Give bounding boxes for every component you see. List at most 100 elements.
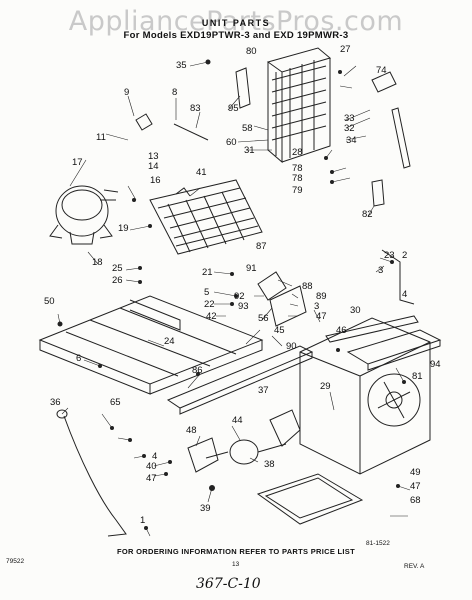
- callout-3b: 3: [314, 301, 320, 312]
- evaporator-coil-drawing: [149, 179, 263, 255]
- callout-1: 1: [140, 515, 146, 526]
- callout-78b: 78: [292, 173, 303, 184]
- callout-83: 83: [190, 103, 201, 114]
- callout-47c: 47: [410, 481, 421, 492]
- callout-4: 4: [402, 289, 408, 300]
- compressor-drawing: [49, 185, 119, 245]
- callout-26: 26: [112, 275, 123, 286]
- callout-89: 89: [316, 291, 327, 302]
- capillary-drawing: [391, 107, 411, 169]
- callout-65: 65: [110, 397, 121, 408]
- callout-45: 45: [274, 325, 285, 336]
- callout-29: 29: [320, 381, 331, 392]
- callout-94: 94: [430, 359, 441, 370]
- drain-trough-drawing: [346, 329, 442, 371]
- callout-24: 24: [164, 336, 175, 347]
- callout-93: 93: [238, 301, 249, 312]
- left-code: 79522: [6, 558, 25, 565]
- callout-82: 82: [362, 209, 373, 220]
- callout-39: 39: [200, 503, 211, 514]
- drier-drawing: [173, 123, 209, 141]
- footer-note: FOR ORDERING INFORMATION REFER TO PARTS …: [117, 547, 355, 556]
- title-heading: UNIT PARTS: [201, 18, 271, 28]
- callout-56: 56: [258, 313, 269, 324]
- callout-31: 31: [244, 145, 255, 156]
- callout-87: 87: [256, 241, 267, 252]
- callout-18: 18: [92, 257, 103, 268]
- callout-95: 95: [228, 103, 239, 114]
- callout-78: 78: [292, 163, 303, 174]
- callout-32: 32: [344, 123, 355, 134]
- callout-21: 21: [202, 267, 213, 278]
- condenser-coil-drawing: [266, 47, 332, 164]
- callout-23: 23: [384, 250, 395, 261]
- callout-5: 5: [204, 287, 210, 298]
- callout-80: 80: [246, 46, 257, 57]
- callout-35: 35: [176, 60, 187, 71]
- title-models: For Models EXD19PTWR-3 and EXD 19PMWR-3: [123, 30, 349, 41]
- callout-88: 88: [302, 281, 313, 292]
- callout-25: 25: [112, 263, 123, 274]
- hardware-dots: [57, 59, 406, 530]
- callout-2: 2: [402, 250, 408, 261]
- callout-49: 49: [410, 467, 421, 478]
- page-number: 13: [232, 561, 240, 568]
- callout-19: 19: [118, 223, 129, 234]
- callout-9: 9: [124, 87, 130, 98]
- callout-86: 86: [192, 365, 203, 376]
- heater-drawing: [325, 315, 419, 343]
- callout-58: 58: [242, 123, 253, 134]
- handwritten-note: 367-C-10: [196, 576, 261, 592]
- reference-code: 81-1522: [366, 540, 390, 547]
- callout-38: 38: [264, 459, 275, 470]
- callout-28: 28: [292, 147, 303, 158]
- callout-42: 42: [206, 311, 217, 322]
- condenser-bracket-drawing: [235, 67, 251, 109]
- fan-motor-drawing: [187, 409, 301, 473]
- strip-drawing: [371, 179, 385, 207]
- bracket-drawing: [135, 113, 153, 131]
- callout-47b: 47: [146, 473, 157, 484]
- relay-drawing: [371, 71, 397, 93]
- base-frame-drawing: [38, 295, 264, 395]
- tube-drawing: [381, 249, 415, 305]
- thermostat-drawing: [257, 271, 287, 301]
- watermark: AppliancePartsPros.com: [68, 6, 404, 37]
- callout-30: 30: [350, 305, 361, 316]
- callout-46: 46: [336, 325, 347, 336]
- power-cord-plug-drawing: [56, 409, 68, 419]
- callout-36: 36: [50, 397, 61, 408]
- callout-34: 34: [346, 135, 357, 146]
- power-cord-drawing: [63, 415, 127, 537]
- callout-8: 8: [172, 87, 178, 98]
- callout-4b: 4: [152, 451, 158, 462]
- drain-pan-drawing: [256, 473, 364, 525]
- timer-drawing: [269, 285, 307, 327]
- callout-14: 14: [148, 161, 159, 172]
- callout-40: 40: [146, 461, 157, 472]
- callout-74: 74: [376, 65, 387, 76]
- callout-44: 44: [232, 415, 243, 426]
- callout-90: 90: [286, 341, 297, 352]
- callout-47: 47: [316, 311, 327, 322]
- callout-79: 79: [292, 185, 303, 196]
- callout-22: 22: [204, 299, 215, 310]
- callout-91: 91: [246, 263, 257, 274]
- callout-6: 6: [76, 353, 82, 364]
- callout-81: 81: [412, 371, 423, 382]
- callout-50: 50: [44, 296, 55, 307]
- revision-label: REV. A: [404, 563, 425, 570]
- callout-41: 41: [196, 167, 207, 178]
- callout-60: 60: [226, 137, 237, 148]
- callout-16: 16: [150, 175, 161, 186]
- diagram-title: UNIT PARTS For Models EXD19PTWR-3 and EX…: [0, 18, 472, 41]
- callout-3: 3: [378, 265, 384, 276]
- callout-13: 13: [148, 151, 159, 162]
- callout-33: 33: [344, 113, 355, 124]
- callout-17: 17: [72, 157, 83, 168]
- callout-68: 68: [410, 495, 421, 506]
- front-rail-drawing: [166, 345, 314, 415]
- fan-shroud-drawing: [299, 317, 431, 475]
